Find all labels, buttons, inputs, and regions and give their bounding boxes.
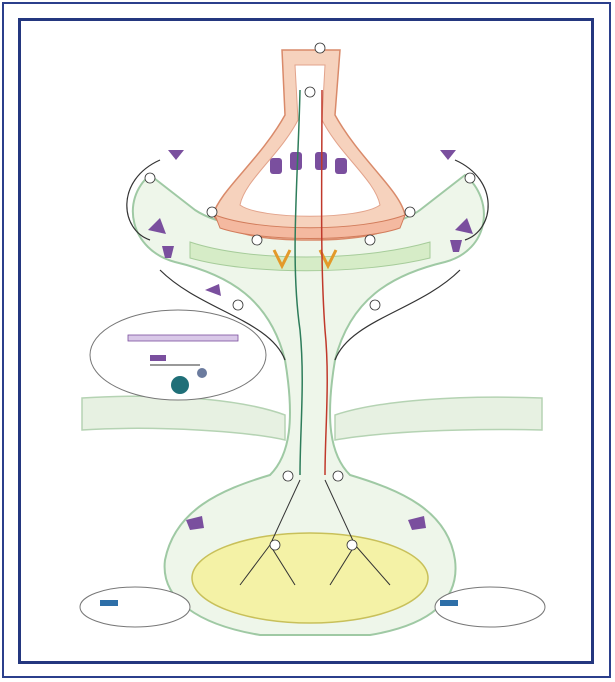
- receptor-cluster: [290, 152, 302, 170]
- step-marker: [365, 235, 375, 245]
- horizontal-band: [82, 396, 285, 440]
- inset-ellipse-bottom-left: [80, 587, 190, 627]
- step-marker: [270, 540, 280, 550]
- step-marker: [370, 300, 380, 310]
- nucleus-dot: [171, 376, 189, 394]
- step-marker: [283, 471, 293, 481]
- small-receptor: [150, 355, 166, 361]
- step-marker: [145, 173, 155, 183]
- receptor-right-top: [440, 150, 456, 160]
- nucleus: [192, 533, 428, 623]
- receptor-mid: [205, 284, 221, 296]
- small-dot: [197, 368, 207, 378]
- step-marker: [315, 43, 325, 53]
- receptor-left-top: [168, 150, 184, 160]
- step-marker: [207, 207, 217, 217]
- bottom-right-marker: [440, 600, 458, 606]
- receptor-cluster: [335, 158, 347, 174]
- step-marker: [465, 173, 475, 183]
- horizontal-band-right: [335, 397, 542, 440]
- dna-strand: [128, 335, 238, 341]
- receptor-cluster: [270, 158, 282, 174]
- bottom-left-marker: [100, 600, 118, 606]
- inset-ellipse-bottom-right: [435, 587, 545, 627]
- step-marker: [405, 207, 415, 217]
- step-marker: [252, 235, 262, 245]
- step-marker: [347, 540, 357, 550]
- step-marker: [233, 300, 243, 310]
- step-marker: [333, 471, 343, 481]
- step-marker: [305, 87, 315, 97]
